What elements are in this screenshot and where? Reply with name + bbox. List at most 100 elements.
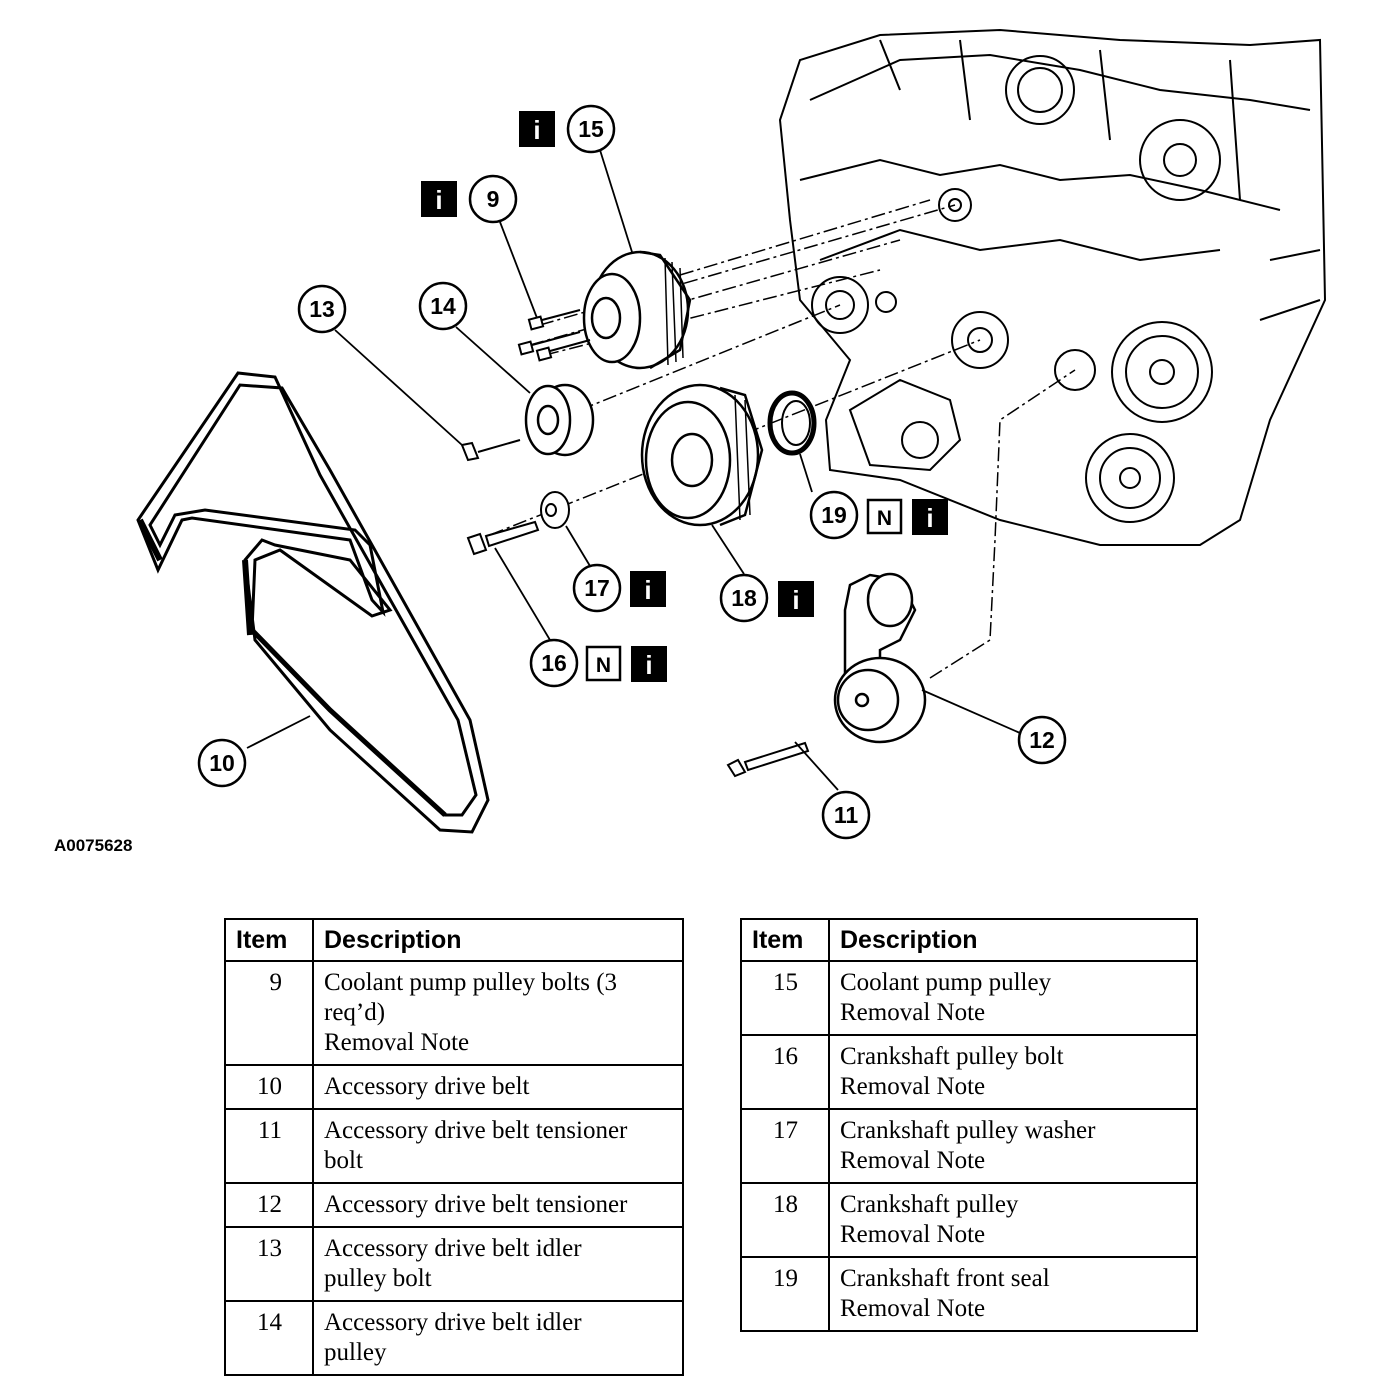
info-icon: i xyxy=(912,499,948,535)
callout-14: 14 xyxy=(418,281,468,331)
info-icon: i xyxy=(519,111,555,147)
description-line: Removal Note xyxy=(840,1147,986,1174)
idler-pulley-bolt xyxy=(460,439,521,462)
callout-circle xyxy=(572,563,622,613)
new-part-icon-glyph: N xyxy=(596,654,611,677)
new-part-icon-glyph: N xyxy=(877,507,892,530)
callout-circle xyxy=(297,284,347,334)
new-part-icon: N xyxy=(866,498,903,535)
new-part-icon: N xyxy=(585,645,622,682)
info-icon-glyph: i xyxy=(533,115,540,145)
item-description: Accessory drive belt idler pulley xyxy=(312,1300,684,1376)
callout-number: 16 xyxy=(541,650,567,676)
description-line: Coolant pump pulley bolts (3 xyxy=(324,969,618,996)
description-line: pulley xyxy=(324,1339,387,1366)
table-row: 13 Accessory drive belt idler pulley bolt xyxy=(224,1226,684,1302)
item-column-header: Item xyxy=(740,918,830,962)
item-number: 13 xyxy=(224,1226,314,1302)
callout-11: 11 xyxy=(821,790,871,840)
callout-number: 17 xyxy=(584,575,610,601)
table-row: 11 Accessory drive belt tensioner bolt xyxy=(224,1108,684,1184)
item-description: Accessory drive belt xyxy=(312,1064,684,1110)
drive-belt-tensioner xyxy=(833,572,927,744)
description-line: Accessory drive belt idler xyxy=(324,1309,582,1336)
callout-circle xyxy=(809,490,859,540)
callout-12: 12 xyxy=(1017,715,1067,765)
item-number: 19 xyxy=(740,1256,830,1332)
callout-17: 17 i xyxy=(572,563,666,613)
callout-circle xyxy=(529,638,579,688)
description-line: Accessory drive belt idler xyxy=(324,1235,582,1262)
coolant-pump-pulley-bolts xyxy=(517,309,591,362)
callout-number: 14 xyxy=(430,293,456,319)
description-line: Accessory drive belt xyxy=(324,1073,530,1100)
item-number: 11 xyxy=(224,1108,314,1184)
crankshaft-front-seal xyxy=(767,390,817,456)
callout-number: 19 xyxy=(821,502,847,528)
callout-15: 15 i xyxy=(519,104,616,154)
description-line: Coolant pump pulley xyxy=(840,969,1052,996)
callout-9: 9i xyxy=(421,174,518,224)
description-line: Removal Note xyxy=(840,999,986,1026)
callout-number: 15 xyxy=(578,116,604,142)
item-number: 14 xyxy=(224,1300,314,1376)
item-description: Accessory drive belt tensioner xyxy=(312,1182,684,1228)
callout-circle xyxy=(566,104,616,154)
item-number: 16 xyxy=(740,1034,830,1110)
table-row: 14 Accessory drive belt idler pulley xyxy=(224,1300,684,1376)
description-line: Removal Note xyxy=(840,1073,986,1100)
item-number: 10 xyxy=(224,1064,314,1110)
callout-number: 9 xyxy=(487,186,500,212)
description-line: bolt xyxy=(324,1147,363,1174)
item-number: 17 xyxy=(740,1108,830,1184)
table-header-row: Item Description xyxy=(740,918,1198,962)
description-line: Crankshaft pulley xyxy=(840,1191,1019,1218)
item-number: 15 xyxy=(740,960,830,1036)
coolant-pump-pulley xyxy=(582,250,692,370)
figure-id: A0075628 xyxy=(54,836,133,855)
description-column-header: Description xyxy=(312,918,684,962)
leader-lines xyxy=(246,149,1021,791)
info-icon: i xyxy=(778,581,814,617)
drive-belt-tensioner-bolt xyxy=(726,741,810,778)
item-number: 12 xyxy=(224,1182,314,1228)
callout-13: 13 xyxy=(297,284,347,334)
description-line: req’d) xyxy=(324,999,386,1026)
description-line: Crankshaft front seal xyxy=(840,1265,1050,1292)
callout-number: 11 xyxy=(834,802,859,828)
description-line: pulley bolt xyxy=(324,1265,432,1292)
callout-circle xyxy=(197,738,247,788)
callout-number: 12 xyxy=(1029,727,1055,753)
callout-circle xyxy=(821,790,871,840)
info-icon-glyph: i xyxy=(792,585,799,615)
info-icon-glyph: i xyxy=(926,503,933,533)
callout-circle xyxy=(418,281,468,331)
table-row: 10 Accessory drive belt xyxy=(224,1064,684,1110)
callout-number: 10 xyxy=(209,750,235,776)
callout-circle xyxy=(468,174,518,224)
engine-block xyxy=(778,28,1327,546)
table-header-row: Item Description xyxy=(224,918,684,962)
crankshaft-pulley xyxy=(640,383,764,527)
info-icon: i xyxy=(631,646,667,682)
item-description: Accessory drive belt idler pulley bolt xyxy=(312,1226,684,1302)
description-line: Accessory drive belt tensioner xyxy=(324,1117,628,1144)
info-icon-glyph: i xyxy=(645,650,652,680)
info-icon-glyph: i xyxy=(644,575,651,605)
description-column-header: Description xyxy=(828,918,1198,962)
description-line: Removal Note xyxy=(840,1221,986,1248)
item-number: 9 xyxy=(224,960,314,1066)
accessory-drive-belt xyxy=(136,371,490,834)
